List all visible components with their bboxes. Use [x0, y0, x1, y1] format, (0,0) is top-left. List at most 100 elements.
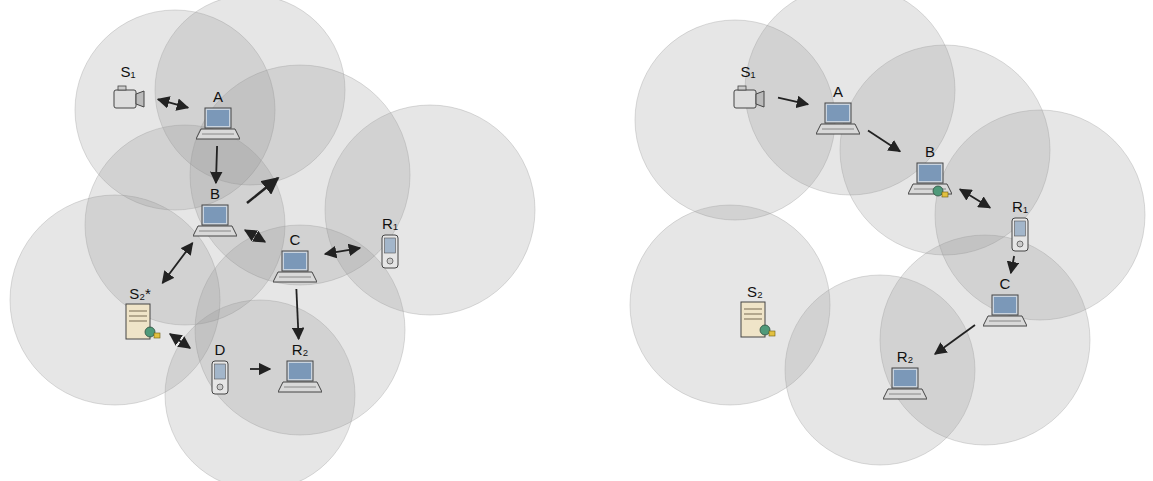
pda-node: R₁: [992, 198, 1048, 254]
laptop-keys: [284, 387, 316, 388]
node-label: C: [1000, 275, 1011, 293]
pda-node: D: [192, 341, 248, 397]
lock-symbol: [942, 192, 948, 197]
lock-symbol: [769, 331, 775, 336]
laptop-icon: [273, 249, 317, 287]
pda-screen: [385, 238, 396, 253]
server-node: S₂*: [112, 285, 168, 341]
node-label: R₁: [382, 215, 398, 233]
node-label: S₂: [747, 283, 763, 301]
laptop-screen: [917, 163, 943, 183]
laptop-display: [284, 253, 306, 269]
laptop-keys: [279, 277, 311, 278]
link-arrow: [960, 189, 990, 207]
camera-body: [114, 90, 136, 108]
camera-icon: [726, 81, 770, 119]
laptop-screen: [992, 295, 1018, 315]
pda-body: [382, 235, 398, 268]
range-circle: [165, 300, 355, 481]
camera-node: S₁: [720, 63, 776, 119]
laptop-keys: [202, 134, 234, 135]
laptop-screen: [825, 103, 851, 123]
node-label: R₂: [897, 348, 914, 366]
laptop-icon: [983, 293, 1027, 331]
laptop-display: [207, 110, 229, 126]
node-label: B: [210, 185, 220, 203]
laptop-keys: [889, 394, 921, 395]
link-arrow: [868, 131, 900, 152]
laptop-node: C: [267, 231, 323, 287]
laptopnet-node: B: [902, 143, 958, 199]
node-label: D: [215, 341, 226, 359]
pda-icon: [368, 233, 412, 271]
laptop-icon: [278, 359, 322, 397]
globe-symbol: [145, 327, 155, 337]
laptop-node: R₂: [877, 348, 933, 404]
camera-top: [118, 86, 126, 90]
laptop-node: A: [190, 88, 246, 144]
camera-icon: [106, 81, 150, 119]
server-icon: [733, 301, 777, 339]
camera-lens: [136, 91, 144, 107]
link-arrow: [245, 230, 265, 242]
lock-symbol: [154, 333, 160, 338]
server-bay: [129, 320, 147, 321]
link-arrow: [325, 248, 360, 254]
broadcast-arrow: [247, 178, 278, 203]
pda-button: [1017, 241, 1023, 247]
camera-lens: [756, 91, 764, 107]
node-label: A: [213, 88, 223, 106]
pda-screen: [215, 364, 226, 379]
laptop-icon: [196, 106, 240, 144]
laptop-icon: [816, 101, 860, 139]
pda-screen: [1015, 221, 1026, 236]
laptop-icon: [883, 366, 927, 404]
laptop-base: [816, 124, 860, 134]
laptop-node: A: [810, 83, 866, 139]
server-bay: [129, 315, 147, 316]
server-bay: [744, 313, 762, 314]
range-circle: [785, 275, 975, 465]
camera-node: S₁: [100, 63, 156, 119]
pda-icon: [998, 216, 1042, 254]
globe-symbol: [760, 325, 770, 335]
laptop-display: [289, 363, 311, 379]
server-bay: [744, 308, 762, 309]
node-label: B: [925, 143, 935, 161]
pda-body: [212, 361, 228, 394]
node-label: R₁: [1012, 198, 1028, 216]
link-arrow: [1011, 256, 1014, 273]
link-arrow: [158, 99, 188, 107]
laptop-display: [827, 105, 849, 121]
camera-top: [738, 86, 746, 90]
laptop-node: B: [187, 185, 243, 241]
link-arrow: [250, 368, 270, 370]
laptop-base: [883, 389, 927, 399]
node-label: R₂: [292, 341, 309, 359]
laptop-node: R₂: [272, 341, 328, 397]
server-bay: [129, 310, 147, 311]
laptop-screen: [202, 205, 228, 225]
link-arrow: [296, 289, 298, 339]
camera-body: [734, 90, 756, 108]
node-label: C: [290, 231, 301, 249]
link-arrow: [170, 334, 190, 348]
laptop-base: [273, 272, 317, 282]
laptop-icon: [193, 203, 237, 241]
laptop-display: [994, 297, 1016, 313]
laptop-screen: [892, 368, 918, 388]
laptop-base: [193, 226, 237, 236]
node-label: S₁: [120, 63, 135, 81]
node-label: S₂*: [129, 285, 151, 303]
node-label: A: [833, 83, 843, 101]
laptopnet-icon: [908, 161, 952, 199]
globe-symbol: [933, 186, 943, 196]
link-arrow: [163, 243, 193, 283]
pda-body: [1012, 218, 1028, 251]
server-bay: [744, 318, 762, 319]
laptop-screen: [205, 108, 231, 128]
pda-button: [387, 258, 393, 264]
